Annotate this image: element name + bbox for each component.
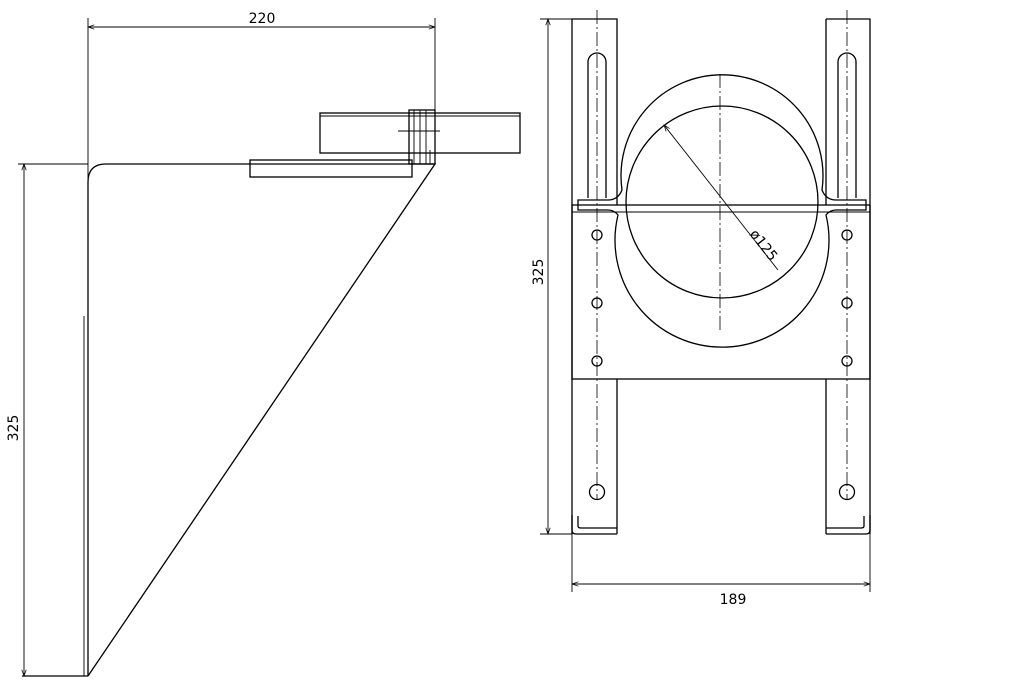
diameter-leader (664, 125, 779, 271)
mounting-plate (571, 204, 871, 380)
front-view: ø125 325 189 (531, 10, 870, 608)
dimension-189: 189 (720, 592, 747, 608)
right-slot (837, 52, 857, 198)
side-view: 220 325 (6, 11, 521, 677)
dimension-diameter: ø125 (746, 227, 780, 265)
right-foot (826, 515, 871, 535)
dimension-325-front: 325 (531, 259, 547, 286)
right-strap (825, 18, 871, 534)
clamp-band-lower (249, 159, 413, 178)
clamp-outer-ring (577, 74, 867, 348)
dimension-220: 220 (249, 11, 276, 27)
left-foot (571, 515, 617, 535)
left-strap (571, 18, 618, 534)
dimension-325-left: 325 (6, 415, 22, 442)
bracket-outline (87, 163, 437, 677)
pipe-inner-circle (625, 105, 819, 299)
clip-body (408, 109, 436, 165)
left-slot (587, 52, 607, 198)
